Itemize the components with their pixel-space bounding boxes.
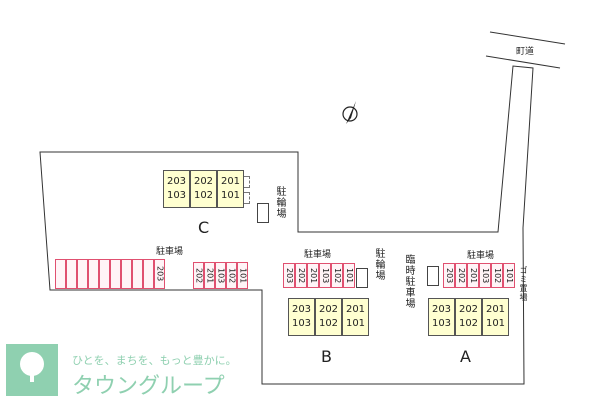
parking-stall: 202 bbox=[455, 263, 467, 288]
unit-number: 201 bbox=[345, 304, 366, 315]
building-label-c: C bbox=[198, 218, 210, 237]
parking-stall: 201 bbox=[467, 263, 479, 288]
parking-stall: 103 bbox=[215, 262, 226, 289]
unit-number: 102 bbox=[458, 318, 479, 329]
unit-number: 202 bbox=[193, 176, 214, 187]
parking-stall: 201 bbox=[307, 263, 319, 288]
parking-label-a: 駐車場 bbox=[467, 251, 495, 261]
unit-a-202-102: 202 102 bbox=[455, 298, 482, 336]
parking-stall bbox=[88, 259, 99, 289]
brand-tagline: ひとを、まちを、もっと豊かに。 bbox=[72, 354, 237, 367]
parking-stall bbox=[77, 259, 88, 289]
road-line-upper bbox=[489, 31, 566, 45]
unit-number: 203 bbox=[166, 176, 187, 187]
building-label-a: A bbox=[460, 347, 471, 366]
parking-stall bbox=[110, 259, 121, 289]
balcony-c bbox=[244, 192, 250, 204]
brand-logo-text: TOWN GROUP bbox=[6, 387, 49, 394]
parking-label-west: 駐車場 bbox=[156, 247, 184, 257]
parking-stall bbox=[143, 259, 154, 289]
unit-number: 101 bbox=[485, 318, 506, 329]
unit-number: 202 bbox=[458, 304, 479, 315]
parking-stall: 202 bbox=[295, 263, 307, 288]
parking-stall bbox=[121, 259, 132, 289]
road-label: 町道 bbox=[516, 47, 535, 57]
trash-area-label: ゴミ置場 bbox=[519, 266, 528, 302]
unit-number: 102 bbox=[193, 190, 214, 201]
unit-number: 103 bbox=[166, 190, 187, 201]
parking-stall: 102 bbox=[226, 262, 237, 289]
unit-number: 103 bbox=[291, 318, 312, 329]
parking-stall: 203 bbox=[443, 263, 455, 288]
parking-stall: 103 bbox=[319, 263, 331, 288]
unit-number: 102 bbox=[318, 318, 339, 329]
parking-stall: 101 bbox=[237, 262, 248, 289]
unit-number: 202 bbox=[318, 304, 339, 315]
brand-logo bbox=[6, 344, 58, 396]
parking-label-b: 駐車場 bbox=[304, 250, 332, 260]
brand-name: タウングループ bbox=[72, 374, 225, 399]
parking-stall bbox=[132, 259, 143, 289]
unit-c-202-102: 202 102 bbox=[190, 170, 217, 208]
unit-number: 203 bbox=[291, 304, 312, 315]
unit-b-203-103: 203 103 bbox=[288, 298, 315, 336]
unit-number: 201 bbox=[485, 304, 506, 315]
unit-a-203-103: 203 103 bbox=[428, 298, 455, 336]
bicycle-shed-c bbox=[257, 203, 269, 223]
north-arrow-icon bbox=[342, 101, 358, 124]
unit-c-201-101: 201 101 bbox=[217, 170, 244, 208]
parking-stall: 102 bbox=[331, 263, 343, 288]
unit-number: 201 bbox=[220, 176, 241, 187]
parking-stall: 101 bbox=[503, 263, 515, 288]
unit-a-201-101: 201 101 bbox=[482, 298, 509, 336]
building-label-b: B bbox=[321, 347, 332, 366]
temporary-parking-label: 臨時駐車場 bbox=[403, 254, 414, 309]
tree-logo-icon bbox=[6, 344, 58, 396]
parking-stall: 202 bbox=[193, 262, 204, 289]
parking-stall bbox=[66, 259, 77, 289]
unit-number: 101 bbox=[345, 318, 366, 329]
parking-stall: 102 bbox=[491, 263, 503, 288]
parking-stall: 203 bbox=[283, 263, 295, 288]
parking-stall: 201 bbox=[204, 262, 215, 289]
balcony-c bbox=[244, 176, 250, 188]
parking-stall bbox=[55, 259, 66, 289]
bicycle-parking-label-b: 駐輪場 bbox=[373, 248, 384, 281]
unit-b-202-102: 202 102 bbox=[315, 298, 342, 336]
parking-stall: 101 bbox=[343, 263, 355, 288]
parking-stall: 103 bbox=[479, 263, 491, 288]
unit-number: 101 bbox=[220, 190, 241, 201]
unit-number: 103 bbox=[431, 318, 452, 329]
road-line-lower bbox=[485, 55, 561, 69]
unit-c-203-103: 203 103 bbox=[163, 170, 190, 208]
bicycle-parking-label-c: 駐輪場 bbox=[274, 186, 285, 219]
unit-b-201-101: 201 101 bbox=[342, 298, 369, 336]
parking-stall bbox=[99, 259, 110, 289]
unit-number: 203 bbox=[431, 304, 452, 315]
bicycle-shed-b bbox=[356, 268, 368, 288]
lot-outline bbox=[39, 65, 534, 385]
parking-stall: 203 bbox=[154, 259, 165, 289]
bicycle-shed-a bbox=[427, 266, 439, 286]
